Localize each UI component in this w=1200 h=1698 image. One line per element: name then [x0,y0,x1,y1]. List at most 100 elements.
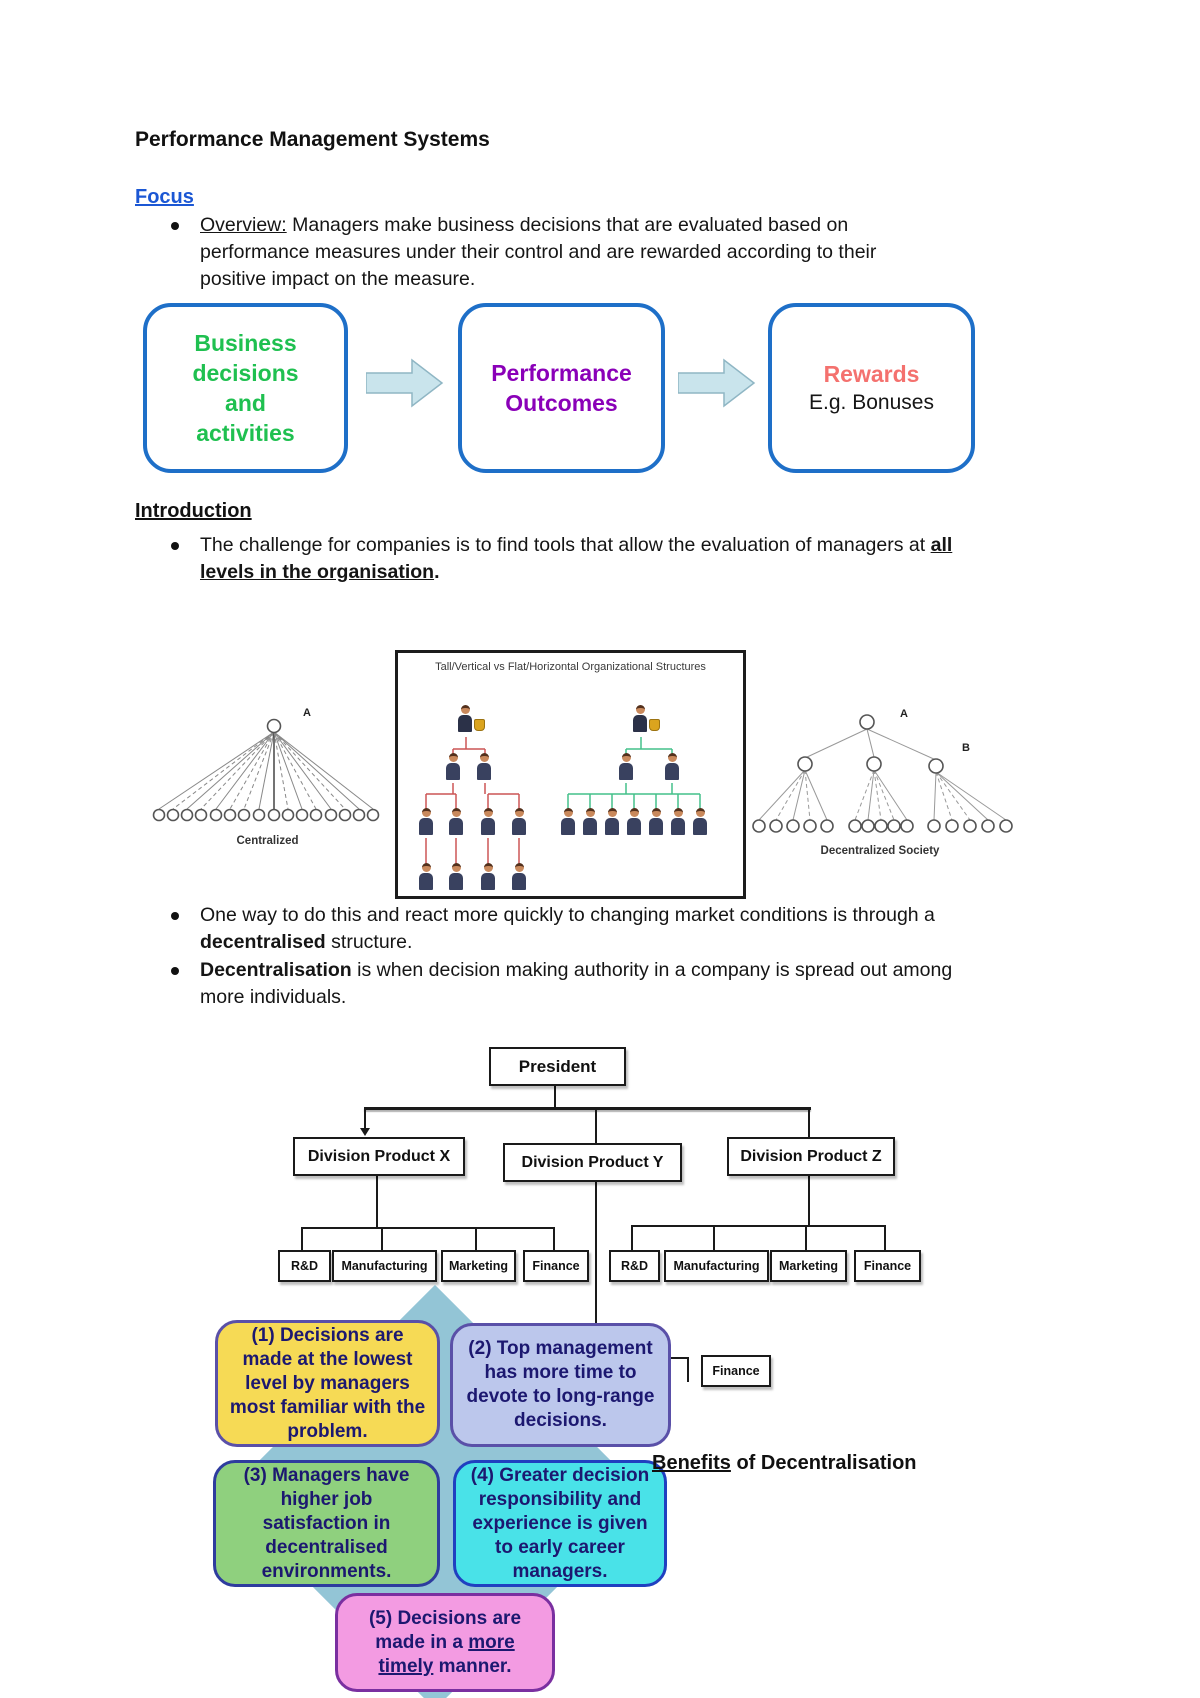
definition-tail: is when decision making authority in a c… [200,959,953,1008]
flow-arrow-icon [366,358,444,408]
person-icon [511,808,527,838]
org-connector [301,1227,303,1250]
challenge-lead: The challenge for companies is to find t… [200,534,931,556]
definition-emphasis: Decentralisation [200,959,352,981]
flow-box-rewards: Rewards E.g. Bonuses [768,303,975,473]
org-box-marketing: Marketing [770,1250,847,1282]
overview-text: Overview: Managers make business decisio… [200,212,938,293]
decentralized-caption: Decentralized Society [820,845,940,857]
page-title: Performance Management Systems [135,128,490,151]
decentralized-tree-graphic [752,714,1013,833]
person-icon [632,705,648,735]
org-connector [553,1227,555,1250]
one-way-text: One way to do this and react more quickl… [200,902,993,956]
challenge-text: The challenge for companies is to find t… [200,532,993,586]
org-box-finance: Finance [701,1355,771,1387]
benefit-box-2: (2) Top management has more time to devo… [450,1323,671,1447]
person-icon [445,753,461,783]
centralized-caption: Centralized [236,835,299,847]
tall-vs-flat-title: Tall/Vertical vs Flat/Horizontal Organiz… [435,661,706,673]
person-icon [618,753,634,783]
person-icon [448,863,464,893]
benefit-box-5-text: (5) Decisions are made in a more timely … [348,1607,542,1679]
person-icon [457,705,473,735]
one-way-lead: One way to do this and react more quickl… [200,904,935,926]
bullet-dot [163,532,200,586]
org-connector [713,1225,715,1250]
org-connector [301,1227,555,1229]
definition-text: Decentralisation is when decision making… [200,957,963,1011]
org-box-rd: R&D [609,1250,660,1282]
person-icon [648,808,664,838]
one-way-emphasis: decentralised [200,931,326,953]
org-connector [381,1227,383,1250]
overview-bullet: Overview: Managers make business decisio… [163,212,938,293]
org-connector [364,1107,811,1110]
overview-body: Managers make business decisions that ar… [200,214,877,290]
benefit5-underline-1: more [468,1631,515,1653]
focus-heading: Focus [135,186,194,208]
centralized-diagram: A Centralized [145,655,390,855]
org-connector [376,1172,378,1227]
org-box-manufacturing: Manufacturing [332,1250,437,1282]
org-connector [364,1107,366,1129]
challenge-bullet: The challenge for companies is to find t… [163,532,993,586]
org-box-marketing: Marketing [441,1250,516,1282]
org-connector [805,1225,807,1250]
decentralized-diagram: A B Decentralized Society [745,700,1015,865]
benefits-heading-underlined: Benefits [652,1452,731,1474]
bullet-dot [163,957,200,1011]
one-way-tail: structure. [325,931,413,953]
org-connector [884,1225,886,1250]
person-icon [480,863,496,893]
bullet-dot [163,902,200,956]
benefit5-tail: manner. [433,1655,512,1677]
org-connector [631,1225,886,1227]
decentralized-label-b: B [962,742,970,754]
person-icon [476,753,492,783]
centralized-fan-graphic [152,718,380,822]
person-icon [604,808,620,838]
flow-box-rewards-title: Rewards [823,361,920,387]
moneybag-icon [649,719,660,731]
benefits-heading: Benefits of Decentralisation [652,1452,917,1475]
overview-label: Overview: [200,214,287,236]
org-arrowhead-icon [360,1128,370,1136]
bullet-dot [163,212,200,293]
org-box-finance: Finance [523,1250,589,1282]
org-box-manufacturing: Manufacturing [664,1250,769,1282]
org-box-finance: Finance [854,1250,921,1282]
benefit-box-1: (1) Decisions are made at the lowest lev… [215,1320,440,1447]
org-box-division-y: Division Product Y [503,1143,682,1182]
tree-connectors-graphic [425,737,701,864]
person-icon [670,808,686,838]
org-connector [554,1082,556,1107]
definition-bullet: Decentralisation is when decision making… [163,957,963,1011]
org-box-president: President [489,1047,626,1086]
org-connector [475,1227,477,1250]
flow-box-performance-outcomes-text: Performance Outcomes [491,360,632,416]
flow-box-business-decisions-text: Business decisions and activities [192,330,299,446]
person-icon [418,808,434,838]
benefit-box-4: (4) Greater decision responsibility and … [453,1460,667,1587]
flow-box-performance-outcomes: Performance Outcomes [458,303,665,473]
one-way-bullet: One way to do this and react more quickl… [163,902,993,956]
person-icon [582,808,598,838]
moneybag-icon [474,719,485,731]
person-icon [560,808,576,838]
person-icon [511,863,527,893]
person-icon [692,808,708,838]
org-connector-bracket [687,1357,689,1382]
benefit-box-3: (3) Managers have higher job satisfactio… [213,1460,440,1587]
challenge-tail: . [434,561,440,583]
org-connector [631,1225,633,1250]
org-connector [808,1172,810,1225]
benefit-box-5: (5) Decisions are made in a more timely … [335,1593,555,1692]
benefit5-underline-2: timely [378,1655,434,1677]
org-box-rd: R&D [278,1250,331,1282]
person-icon [626,808,642,838]
flow-box-business-decisions: Business decisions and activities [143,303,348,473]
flow-arrow-icon [678,358,756,408]
org-connector [808,1107,810,1137]
challenge-emphasis: all levels in the organisation [200,534,953,583]
